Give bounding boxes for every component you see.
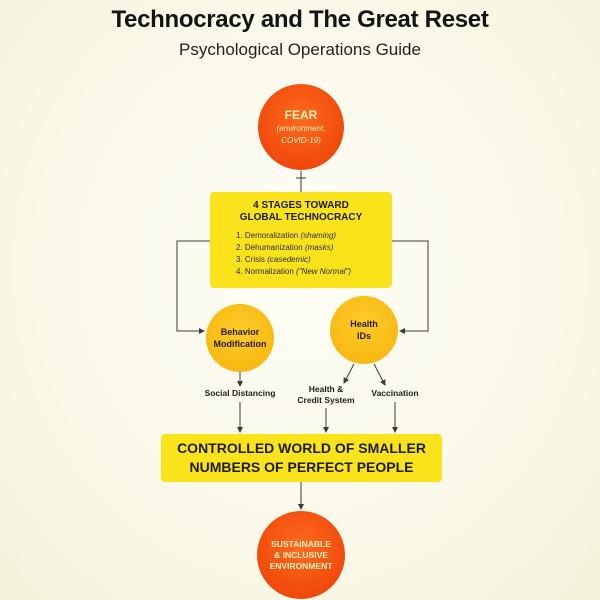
- behavior-line2: Modification: [213, 339, 267, 349]
- stage-text: 1. Demoralization: [236, 231, 301, 240]
- sustainable-line1: SUSTAINABLE: [271, 538, 331, 549]
- stage-note: (casedemic): [267, 255, 311, 264]
- outcome-box: CONTROLLED WORLD OF SMALLER NUMBERS OF P…: [161, 434, 442, 482]
- health-ids-node: Health IDs: [330, 296, 398, 364]
- page-subtitle: Psychological Operations Guide: [179, 40, 421, 59]
- behavior-modification-node: Behavior Modification: [206, 304, 274, 372]
- stage-text: 3. Crisis: [236, 255, 268, 264]
- fear-detail-line2: COVID-19): [281, 136, 321, 145]
- outcome-line1: CONTROLLED WORLD OF SMALLER: [177, 440, 426, 456]
- stage-item: 1. Demoralization (shaming): [236, 230, 382, 242]
- sustainable-line2: & INCLUSIVE: [274, 549, 328, 560]
- fear-label: FEAR: [284, 108, 318, 122]
- health-line1: Health: [350, 319, 378, 329]
- stage-text: 4. Normalization: [236, 267, 297, 276]
- sustainable-line3: ENVIRONMENT: [269, 560, 333, 571]
- stage-item: 2. Dehumanization (masks): [236, 242, 382, 254]
- stage-note: (masks): [304, 243, 334, 252]
- stages-heading-line2: GLOBAL TECHNOCRACY: [239, 212, 363, 223]
- health-line2: IDs: [356, 331, 371, 341]
- connector-health-vaccination: [373, 363, 386, 386]
- behavior-line1: Behavior: [220, 327, 260, 337]
- stage-item: 3. Crisis (casedemic): [236, 254, 382, 266]
- stage-note: ("New Normal"): [296, 267, 352, 276]
- connector-stages-behavior: [176, 240, 210, 334]
- connector-stages-health: [392, 240, 429, 334]
- credit-system-label: Health & Credit System: [294, 384, 358, 406]
- credit-line1: Health &: [308, 384, 344, 394]
- stage-item: 4. Normalization ("New Normal"): [236, 266, 382, 278]
- stages-box: 4 STAGES TOWARD GLOBAL TECHNOCRACY 1. De…: [210, 192, 392, 288]
- page-title: Technocracy and The Great Reset: [111, 6, 489, 33]
- fear-detail-line1: (environment,: [276, 124, 326, 133]
- outcome-line2: NUMBERS OF PERFECT PEOPLE: [189, 459, 414, 475]
- connector-health-credit: [343, 363, 355, 384]
- stage-note: (shaming): [300, 231, 337, 240]
- stages-heading: 4 STAGES TOWARD GLOBAL TECHNOCRACY: [220, 200, 382, 224]
- credit-line2: Credit System: [297, 395, 355, 405]
- vaccination-label: Vaccination: [371, 388, 419, 398]
- social-distancing-label: Social Distancing: [204, 388, 276, 398]
- fear-node: FEAR (environment, COVID-19): [258, 84, 344, 170]
- stages-heading-line1: 4 STAGES TOWARD: [253, 200, 349, 211]
- sustainable-environment-node: SUSTAINABLE & INCLUSIVE ENVIRONMENT: [257, 511, 345, 599]
- stage-text: 2. Dehumanization: [236, 243, 305, 252]
